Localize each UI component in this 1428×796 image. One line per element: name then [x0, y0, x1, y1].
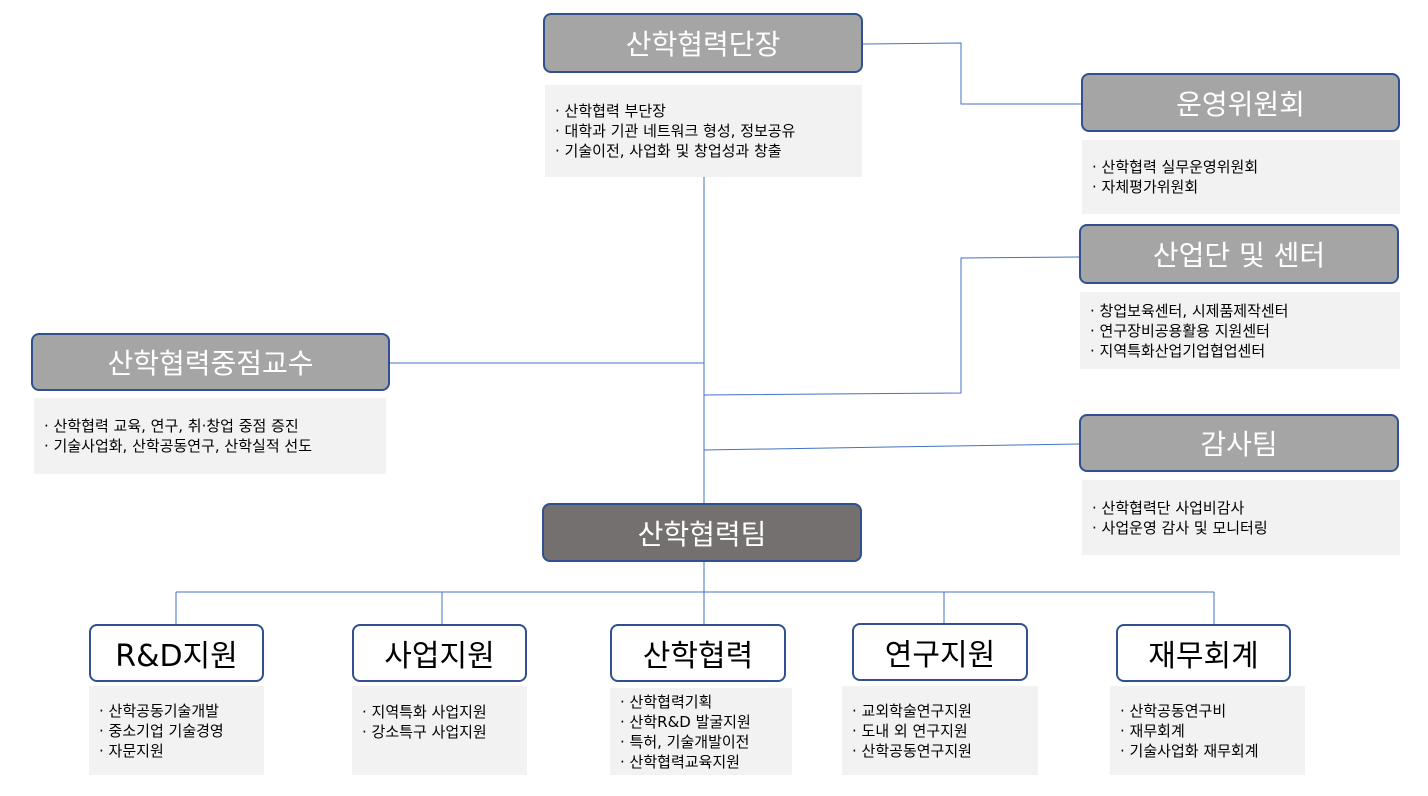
unit-box-research: 연구지원 — [852, 623, 1028, 681]
list-item: 산학공동연구비 — [1120, 701, 1305, 721]
professor-box: 산학협력중점교수 — [31, 333, 390, 391]
head-desc: 산학협력 부단장 대학과 기관 네트워크 형성, 정보공유 기술이전, 사업화 … — [545, 85, 862, 177]
list-item: 자체평가위원회 — [1092, 177, 1400, 197]
list-item: 지역특화산업기업협업센터 — [1090, 341, 1400, 361]
list-item: 산학협력단 사업비감사 — [1092, 498, 1400, 518]
audit-box: 감사팀 — [1079, 414, 1399, 472]
unit-desc-cooperation: 산학협력기획 산학R&D 발굴지원 특허, 기술개발이전 산학협력교육지원 — [610, 688, 792, 775]
committee-box: 운영위원회 — [1081, 73, 1400, 132]
list-item: 연구장비공용활용 지원센터 — [1090, 321, 1400, 341]
list-item: 창업보육센터, 시제품제작센터 — [1090, 301, 1400, 321]
committee-desc: 산학협력 실무운영위원회 자체평가위원회 — [1082, 140, 1400, 214]
unit-desc-business: 지역특화 사업지원 강소특구 사업지원 — [352, 686, 527, 775]
unit-box-rnd: R&D지원 — [89, 624, 264, 682]
professor-desc: 산학협력 교육, 연구, 취·창업 중점 증진 기술사업화, 산학공동연구, 산… — [34, 398, 386, 474]
list-item: 대학과 기관 네트워크 형성, 정보공유 — [555, 121, 862, 141]
audit-desc: 산학협력단 사업비감사 사업운영 감사 및 모니터링 — [1082, 480, 1400, 555]
list-item: 산학R&D 발굴지원 — [620, 712, 792, 732]
list-item: 기술이전, 사업화 및 창업성과 창출 — [555, 141, 862, 161]
list-item: 강소특구 사업지원 — [362, 722, 527, 742]
list-item: 산학공동기술개발 — [99, 701, 264, 721]
unit-desc-research: 교외학술연구지원 도내 외 연구지원 산학공동연구지원 — [842, 686, 1038, 775]
list-item: 재무회계 — [1120, 721, 1305, 741]
list-item: 사업운영 감사 및 모니터링 — [1092, 518, 1400, 538]
list-item: 기술사업화, 산학공동연구, 산학실적 선도 — [44, 436, 386, 456]
head-box: 산학협력단장 — [543, 13, 863, 73]
unit-box-finance: 재무회계 — [1116, 624, 1291, 682]
unit-desc-finance: 산학공동연구비 재무회계 기술사업화 재무회계 — [1110, 686, 1305, 775]
list-item: 기술사업화 재무회계 — [1120, 741, 1305, 761]
list-item: 산학협력 실무운영위원회 — [1092, 157, 1400, 177]
list-item: 산학협력 부단장 — [555, 101, 862, 121]
centers-desc: 창업보육센터, 시제품제작센터 연구장비공용활용 지원센터 지역특화산업기업협업… — [1080, 292, 1400, 369]
list-item: 산학협력교육지원 — [620, 752, 792, 772]
unit-box-business: 사업지원 — [352, 624, 527, 682]
list-item: 특허, 기술개발이전 — [620, 732, 792, 752]
unit-box-cooperation: 산학협력 — [610, 624, 786, 682]
unit-desc-rnd: 산학공동기술개발 중소기업 기술경영 자문지원 — [89, 686, 264, 775]
team-box: 산학협력팀 — [542, 503, 862, 562]
list-item: 자문지원 — [99, 741, 264, 761]
centers-box: 산업단 및 센터 — [1079, 224, 1399, 284]
list-item: 산학공동연구지원 — [852, 741, 1038, 761]
list-item: 교외학술연구지원 — [852, 701, 1038, 721]
list-item: 도내 외 연구지원 — [852, 721, 1038, 741]
list-item: 산학협력기획 — [620, 692, 792, 712]
list-item: 산학협력 교육, 연구, 취·창업 중점 증진 — [44, 416, 386, 436]
list-item: 중소기업 기술경영 — [99, 721, 264, 741]
list-item: 지역특화 사업지원 — [362, 702, 527, 722]
